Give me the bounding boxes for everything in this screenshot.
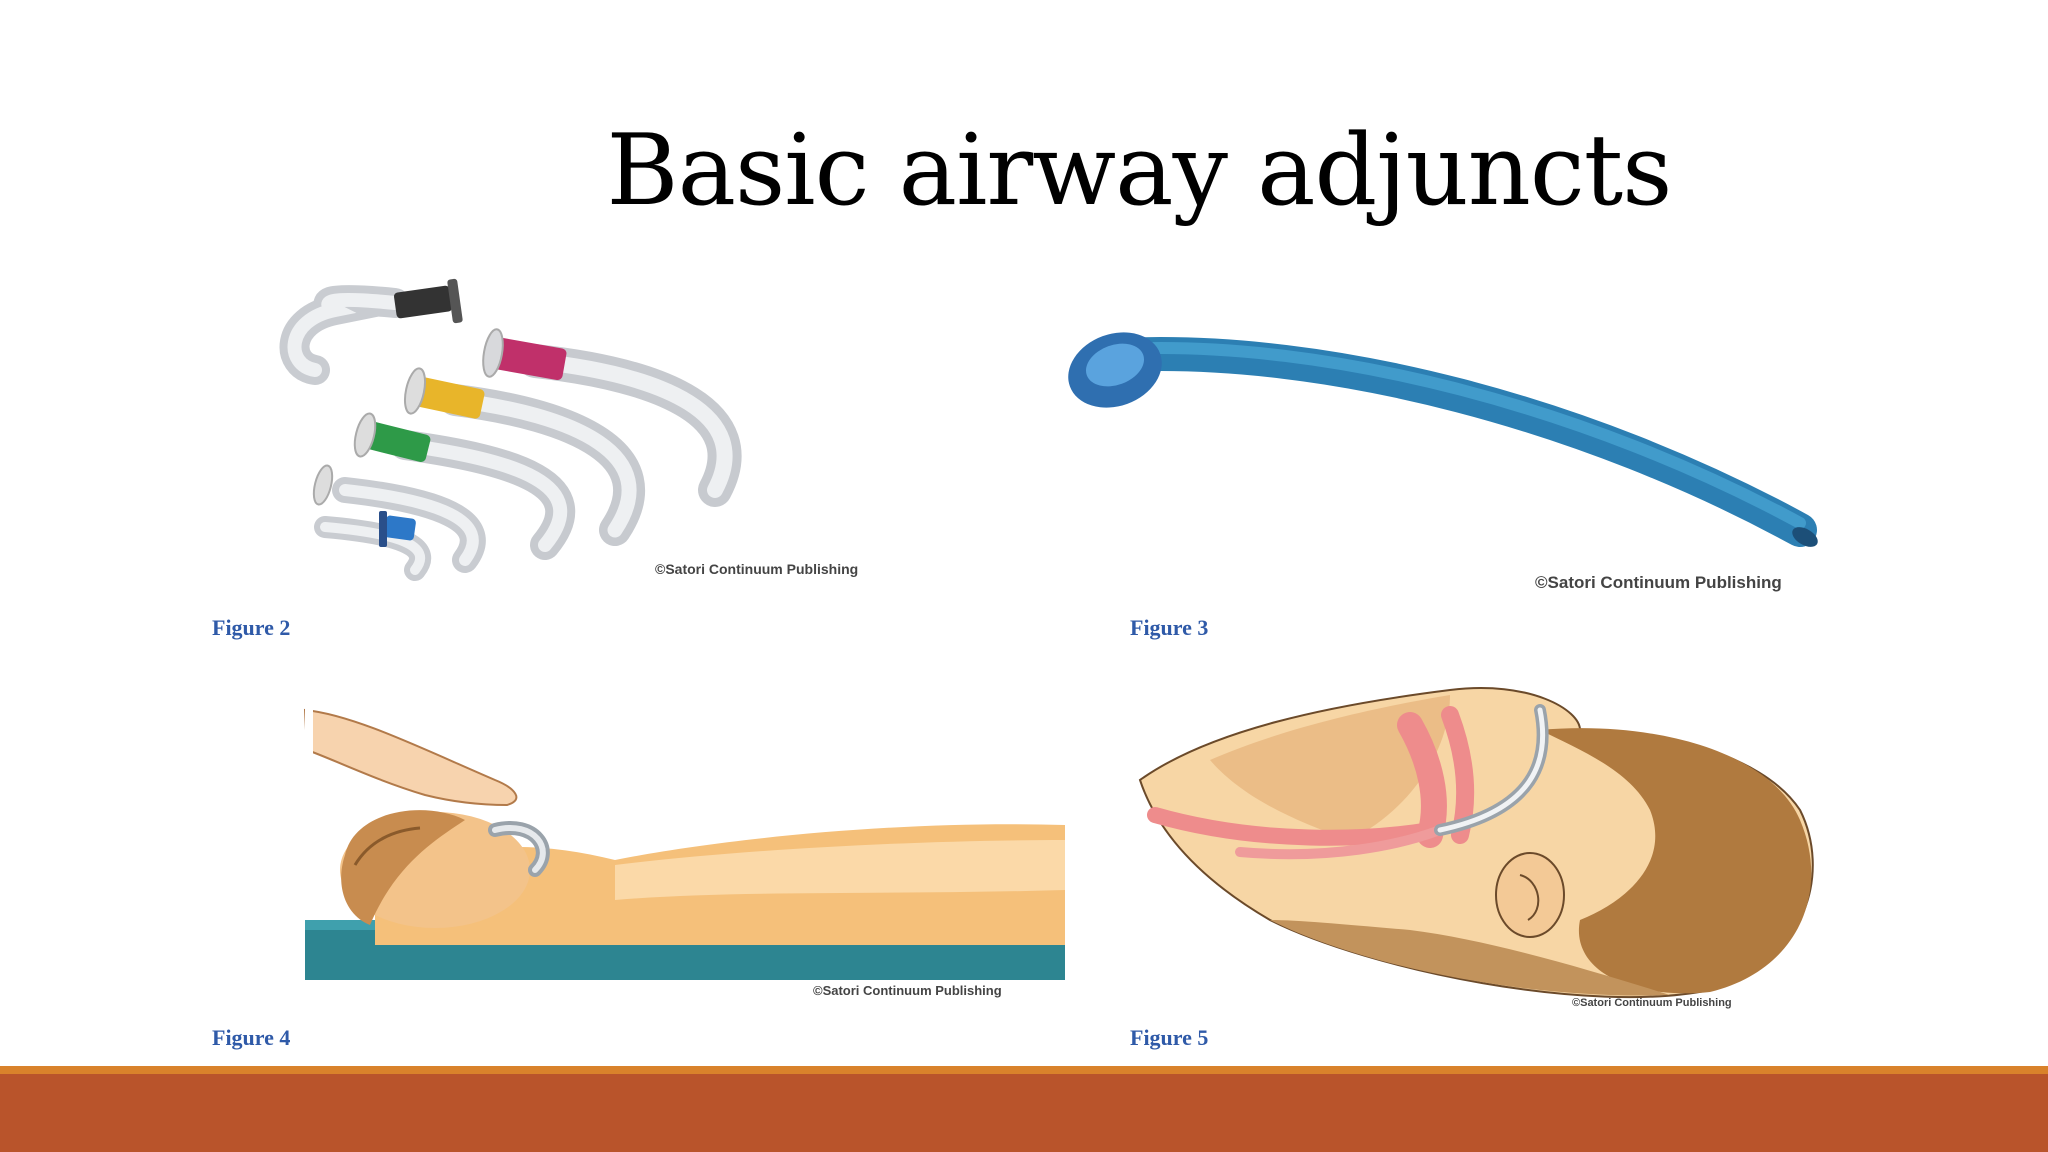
oral-airway-insertion-illustration: [303, 702, 1065, 980]
footer-accent-line: [0, 1066, 2048, 1074]
figure-3-panel: ©Satori Continuum Publishing Figure 3: [1030, 265, 1900, 650]
oropharyngeal-airways-illustration: [279, 278, 742, 581]
figure-3-credit: ©Satori Continuum Publishing: [1535, 573, 1782, 592]
figure-5-credit: ©Satori Continuum Publishing: [1572, 997, 1732, 1009]
figure-5-panel: ©Satori Continuum Publishing Figure 5: [1110, 670, 1900, 1060]
figure-2-caption: Figure 2: [212, 615, 291, 640]
footer-bar: [0, 1074, 2048, 1152]
nasopharyngeal-airway-illustration: [1068, 332, 1818, 547]
figure-5-caption: Figure 5: [1130, 1025, 1209, 1050]
figure-4-caption: Figure 4: [212, 1025, 291, 1050]
figure-2-credit: ©Satori Continuum Publishing: [655, 561, 859, 577]
figure-3-caption: Figure 3: [1130, 615, 1209, 640]
figure-2-panel: ©Satori Continuum Publishing Figure 2: [195, 265, 955, 650]
slide-title: Basic airway adjuncts: [606, 114, 1673, 228]
figure-4-panel: ©Satori Continuum Publishing Figure 4: [195, 690, 1075, 1060]
nasal-airway-in-place-illustration: [1138, 687, 1814, 999]
figure-4-credit: ©Satori Continuum Publishing: [813, 983, 1002, 998]
